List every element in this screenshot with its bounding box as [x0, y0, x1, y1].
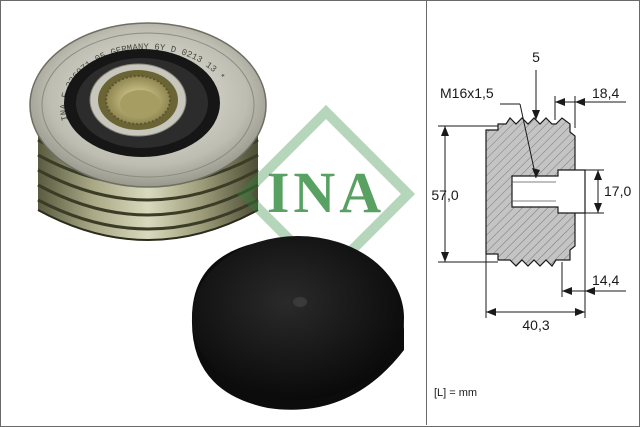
dim-overall-length: 40,3	[522, 317, 549, 333]
dim-width-top: 18,4	[592, 85, 619, 101]
unit-note: [L] = mm	[434, 387, 477, 399]
pulley-photo: INA F-236071.05 GERMANY 6Y D 0213 13 *	[29, 22, 267, 241]
dim-width-bottom: 14,4	[592, 272, 619, 288]
panel-divider	[426, 0, 427, 425]
pulley-cap	[191, 236, 404, 410]
hub-bore	[120, 90, 160, 118]
pulley-groove	[37, 198, 259, 231]
pulley-bore	[511, 169, 586, 214]
pulley-rim-bottom	[37, 209, 259, 241]
technical-drawing: 5 M16x1,5 18,4 57,0 17,0 14,4 40,3 [L] =…	[431, 49, 631, 399]
pulley-groove	[37, 168, 259, 202]
cap-face	[192, 236, 404, 400]
cap-vent	[293, 297, 307, 307]
dim-outer-diameter: 57,0	[431, 187, 458, 203]
dim-inner-diameter: 17,0	[604, 183, 631, 199]
dim-thread: M16x1,5	[440, 85, 494, 101]
ina-logo-diamond	[236, 104, 416, 284]
ina-logo: INA	[236, 104, 416, 284]
pulley-face-ring	[41, 32, 255, 178]
dim-groove-width: 5	[532, 49, 540, 65]
ina-logo-text: INA	[267, 160, 385, 225]
pulley-groove	[37, 183, 259, 217]
